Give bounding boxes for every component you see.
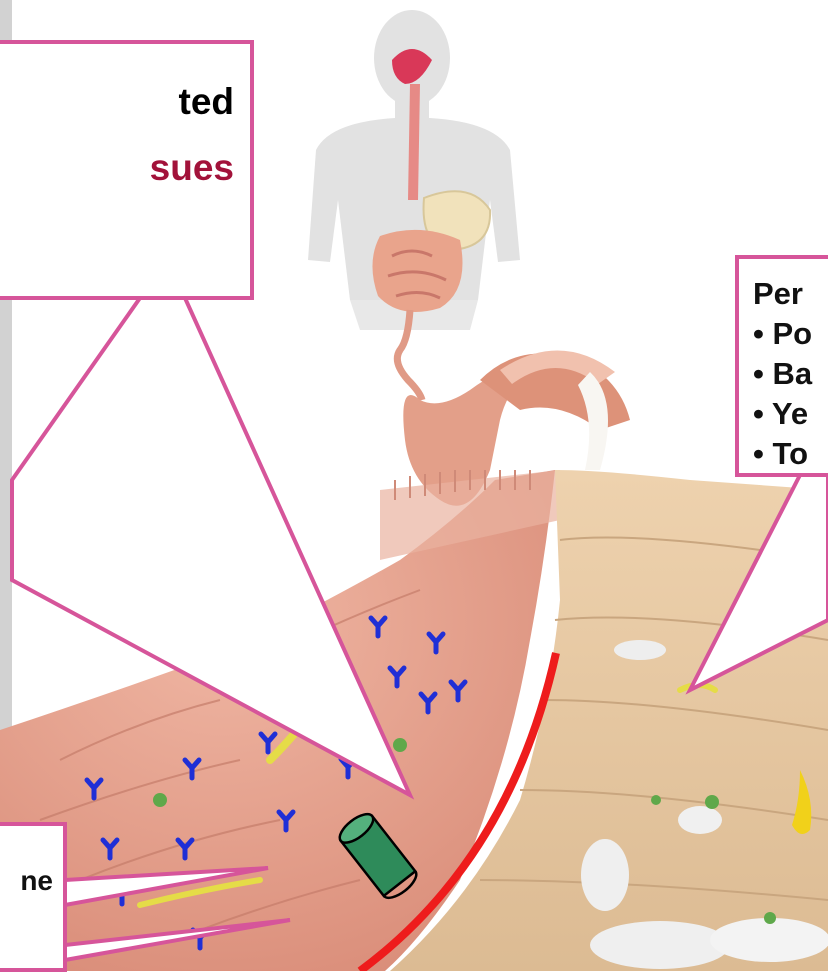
microbe-icon: [651, 795, 661, 805]
callout-top-left-line1: ted: [0, 82, 234, 122]
microbe-icon: [153, 793, 167, 807]
callout-right-line2: • Po: [753, 317, 812, 351]
callout-right-line4: • Ye: [753, 397, 808, 431]
callout-right-line3: • Ba: [753, 357, 812, 391]
callout-top-left-line2: sues: [0, 148, 234, 188]
callout-bottom-left-line1: ne: [20, 866, 53, 896]
callout-right-line1: Per: [753, 277, 803, 311]
callout-top-left: ted sues: [0, 40, 254, 300]
callout-right: Per • Po • Ba • Ye • To: [735, 255, 828, 477]
microbe-icon: [764, 912, 776, 924]
microbe-icon: [705, 795, 719, 809]
callout-right-line5: • To: [753, 437, 808, 471]
callout-bottom-left: ne: [0, 822, 67, 972]
microbe-icon: [393, 738, 407, 752]
